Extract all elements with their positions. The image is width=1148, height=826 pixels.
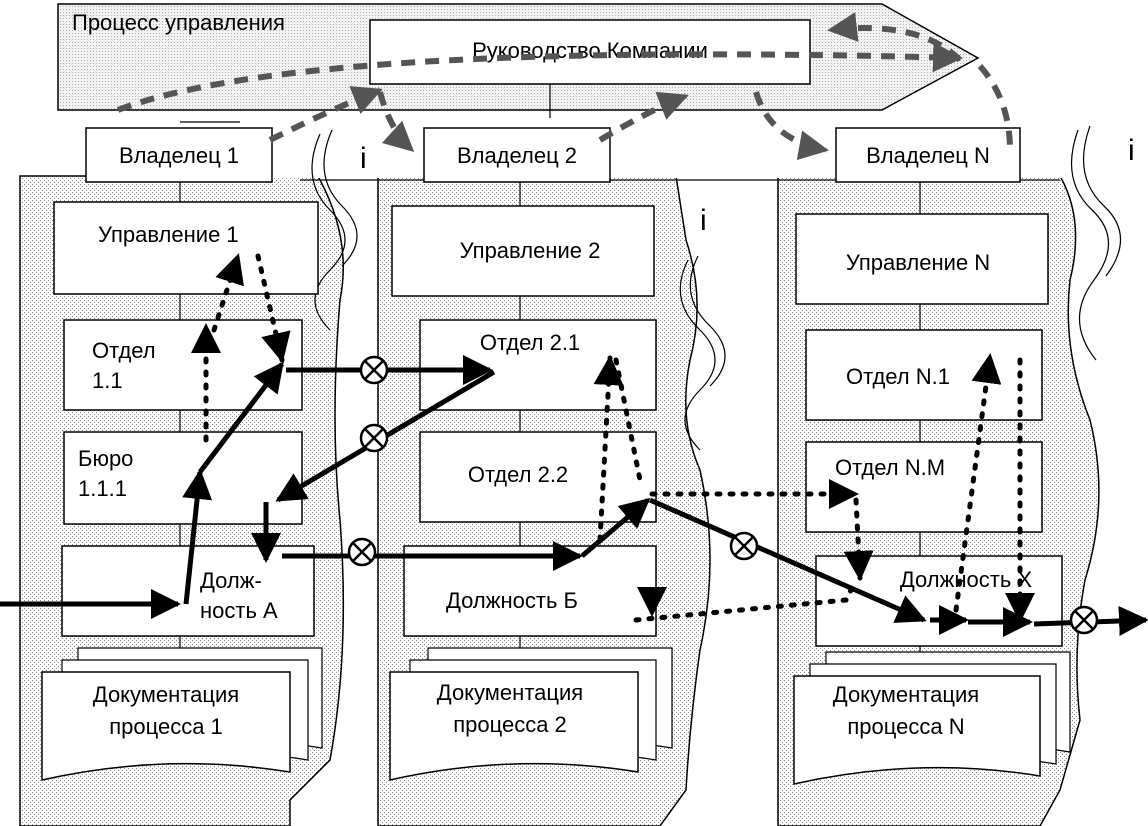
unit-label: Отдел 2.1: [480, 330, 580, 355]
documentation-label: Документация: [833, 682, 979, 707]
unit-box-dept-1-1: Отдел 1.1: [63, 319, 303, 411]
unit-box-position-b: Должность Б: [403, 545, 657, 637]
unit-label: Должность X: [900, 567, 1032, 592]
unit-label: Отдел N.1: [846, 364, 950, 389]
documentation-stack-2: Документация процесса 2: [389, 647, 673, 781]
unit-label: Управление 2: [460, 238, 601, 263]
junctions: [347, 355, 1099, 635]
information-flow-dotted: [191, 253, 1035, 623]
unit-box-dept-n-m: Отдел N.M: [805, 441, 1043, 533]
documentation-label: Документация: [93, 682, 239, 707]
documentation-label: Документация: [437, 680, 583, 705]
info-flow-curls: [311, 125, 1122, 451]
junction-symbol: [729, 531, 759, 561]
leadership-box: Руководство Компании: [369, 19, 811, 85]
unit-box-management-n: Управление N: [795, 213, 1049, 305]
unit-label: Отдел 2.2: [468, 462, 568, 487]
documentation-label: процесса N: [847, 714, 964, 739]
owner-box-3: Владелец N: [835, 127, 1021, 183]
owner-label-2: Владелец 2: [457, 143, 577, 168]
junction-symbol: [359, 423, 389, 453]
unit-label: Должность Б: [446, 588, 578, 613]
unit-box-dept-n-1: Отдел N.1: [805, 329, 1043, 421]
unit-label: Управление N: [846, 250, 990, 275]
unit-box-dept-2-2: Отдел 2.2: [419, 431, 657, 523]
unit-label: Отдел N.M: [835, 455, 945, 480]
owner-box-2: Владелец 2: [423, 127, 611, 183]
unit-box-management-1: Управление 1: [53, 201, 319, 295]
leadership-label: Руководство Компании: [472, 38, 708, 63]
junction-symbol: [347, 537, 377, 567]
info-mark-3: i: [1128, 134, 1135, 167]
unit-label: 1.1.1: [78, 476, 127, 501]
unit-label: ность А: [200, 598, 278, 623]
documentation-stack-1: Документация процесса 1: [41, 647, 323, 781]
unit-label: Отдел: [92, 338, 156, 363]
documentation-stack-3: Документация процесса N: [793, 651, 1071, 785]
management-feedback-arrows: [116, 12, 1013, 161]
documentation-label: процесса 2: [453, 712, 567, 737]
junction-symbol: [1069, 605, 1099, 635]
unit-label: 1.1: [92, 368, 123, 393]
owner-label-1: Владелец 1: [119, 143, 239, 168]
owner-box-1: Владелец 1: [85, 127, 273, 183]
unit-label: Бюро: [78, 446, 133, 471]
documentation-label: процесса 1: [109, 714, 223, 739]
junction-symbol: [359, 355, 389, 385]
unit-label: Долж-: [200, 568, 262, 593]
info-mark-1: i: [360, 142, 367, 175]
management-process-label: Процесс управления: [72, 10, 285, 35]
unit-box-management-2: Управление 2: [391, 205, 655, 297]
info-mark-2: i: [700, 204, 707, 237]
owner-label-3: Владелец N: [866, 143, 990, 168]
unit-box-position-x: Должность X: [815, 555, 1063, 647]
unit-label: Управление 1: [98, 222, 239, 247]
